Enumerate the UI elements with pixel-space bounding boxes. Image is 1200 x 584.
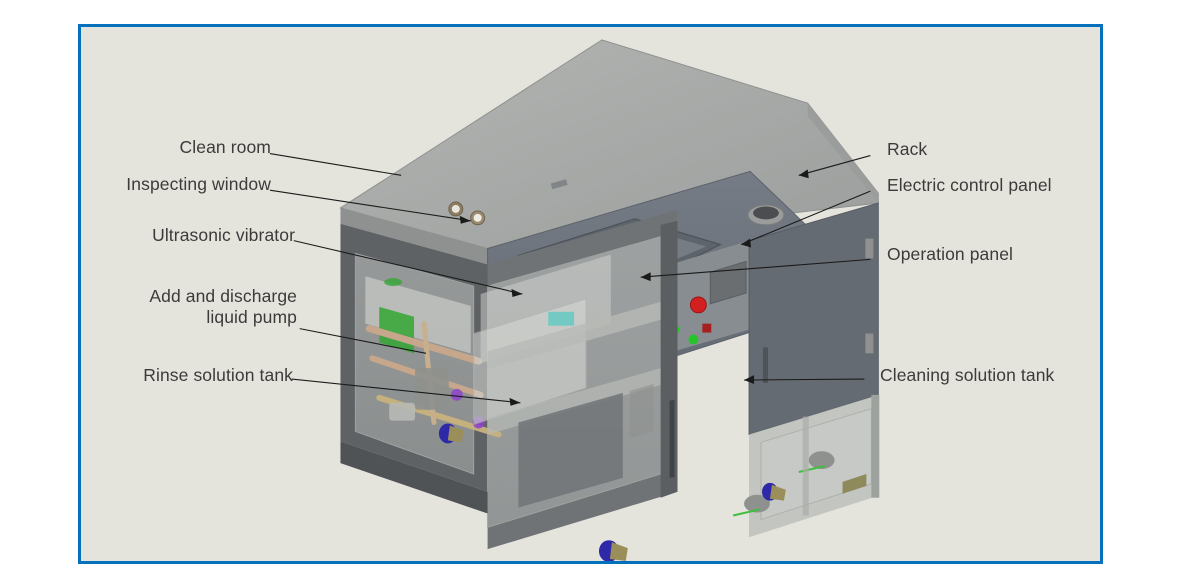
callout-label-clean-room: Clean room <box>179 137 271 157</box>
panel-hinge-top <box>865 238 874 259</box>
callout-label-operation-panel: Operation panel <box>887 244 1014 264</box>
hood-left-slope <box>340 207 488 265</box>
leader-cleaning-tank <box>744 378 865 381</box>
callout-label-ultrasonic-vibrator: Ultrasonic vibrator <box>152 225 295 245</box>
panel-hinge-bottom <box>865 333 874 354</box>
clean-room-interior <box>365 254 661 508</box>
leader-lines <box>269 153 871 404</box>
hmi-display[interactable] <box>709 260 747 305</box>
ultrasonic-vibrator-plate <box>473 298 587 426</box>
red-indicator-lamp[interactable] <box>702 323 712 333</box>
leader-ultrasonic-vibrator <box>293 240 523 295</box>
illustration-stage: Clean room Inspecting window Ultrasonic … <box>81 27 1100 561</box>
leader-liquid-pump <box>299 328 427 354</box>
rack-post-right <box>871 394 880 498</box>
leader-clean-room <box>269 153 402 176</box>
rack-post-mid <box>802 416 809 516</box>
cleaning-solution-tank-bay <box>732 394 880 538</box>
leader-inspecting-window <box>269 189 471 222</box>
callout-label-rack: Rack <box>887 139 928 159</box>
hood-hinge-left <box>550 179 568 190</box>
leader-electric-panel <box>740 190 871 246</box>
leader-arrowheads <box>459 169 809 406</box>
emergency-stop-button[interactable] <box>689 296 707 314</box>
hood-top-right-face <box>807 103 879 204</box>
bottom-rail <box>340 441 488 514</box>
callout-label-electric-control-panel: Electric control panel <box>887 175 1052 195</box>
figure-frame: Clean room Inspecting window Ultrasonic … <box>78 24 1103 564</box>
panel-handle[interactable] <box>762 347 768 383</box>
callout-label-cleaning-solution-tank: Cleaning solution tank <box>880 365 1055 385</box>
callout-label-add-discharge-liquid-pump: Add and discharge liquid pump <box>149 286 297 327</box>
machine-illustration <box>269 39 880 561</box>
callout-label-rinse-solution-tank: Rinse solution tank <box>143 365 293 385</box>
green-red-selector[interactable] <box>688 334 699 345</box>
rack-shelf <box>487 301 661 370</box>
gauge-icons <box>448 201 486 226</box>
body-front-column <box>660 220 678 498</box>
door-handle[interactable] <box>669 400 675 478</box>
leader-operation-panel <box>640 258 871 278</box>
callout-label-inspecting-window: Inspecting window <box>126 174 271 194</box>
casters <box>438 423 786 561</box>
electric-control-panel[interactable] <box>748 202 879 436</box>
leader-rinse-tank <box>291 378 521 404</box>
leader-rack <box>798 155 871 176</box>
